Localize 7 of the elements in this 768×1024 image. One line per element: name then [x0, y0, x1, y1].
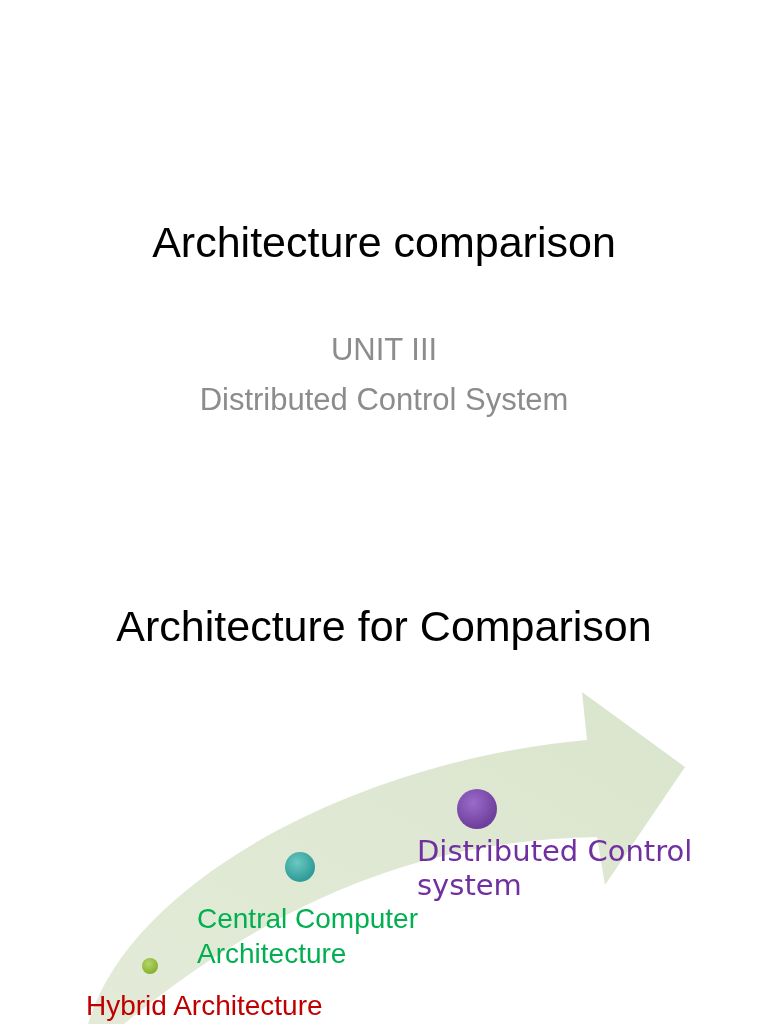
subtitle: UNIT III [330, 332, 438, 368]
milestone-label: Distributed Control system [417, 834, 694, 902]
slide-title: Architecture comparison [152, 218, 616, 268]
milestone-label: Central Computer Architecture [197, 902, 419, 971]
slide-title: Architecture for Comparison [116, 602, 652, 652]
milestone-label: Hybrid Architecture [86, 990, 323, 1022]
subtitle: Distributed Control System [199, 382, 569, 418]
